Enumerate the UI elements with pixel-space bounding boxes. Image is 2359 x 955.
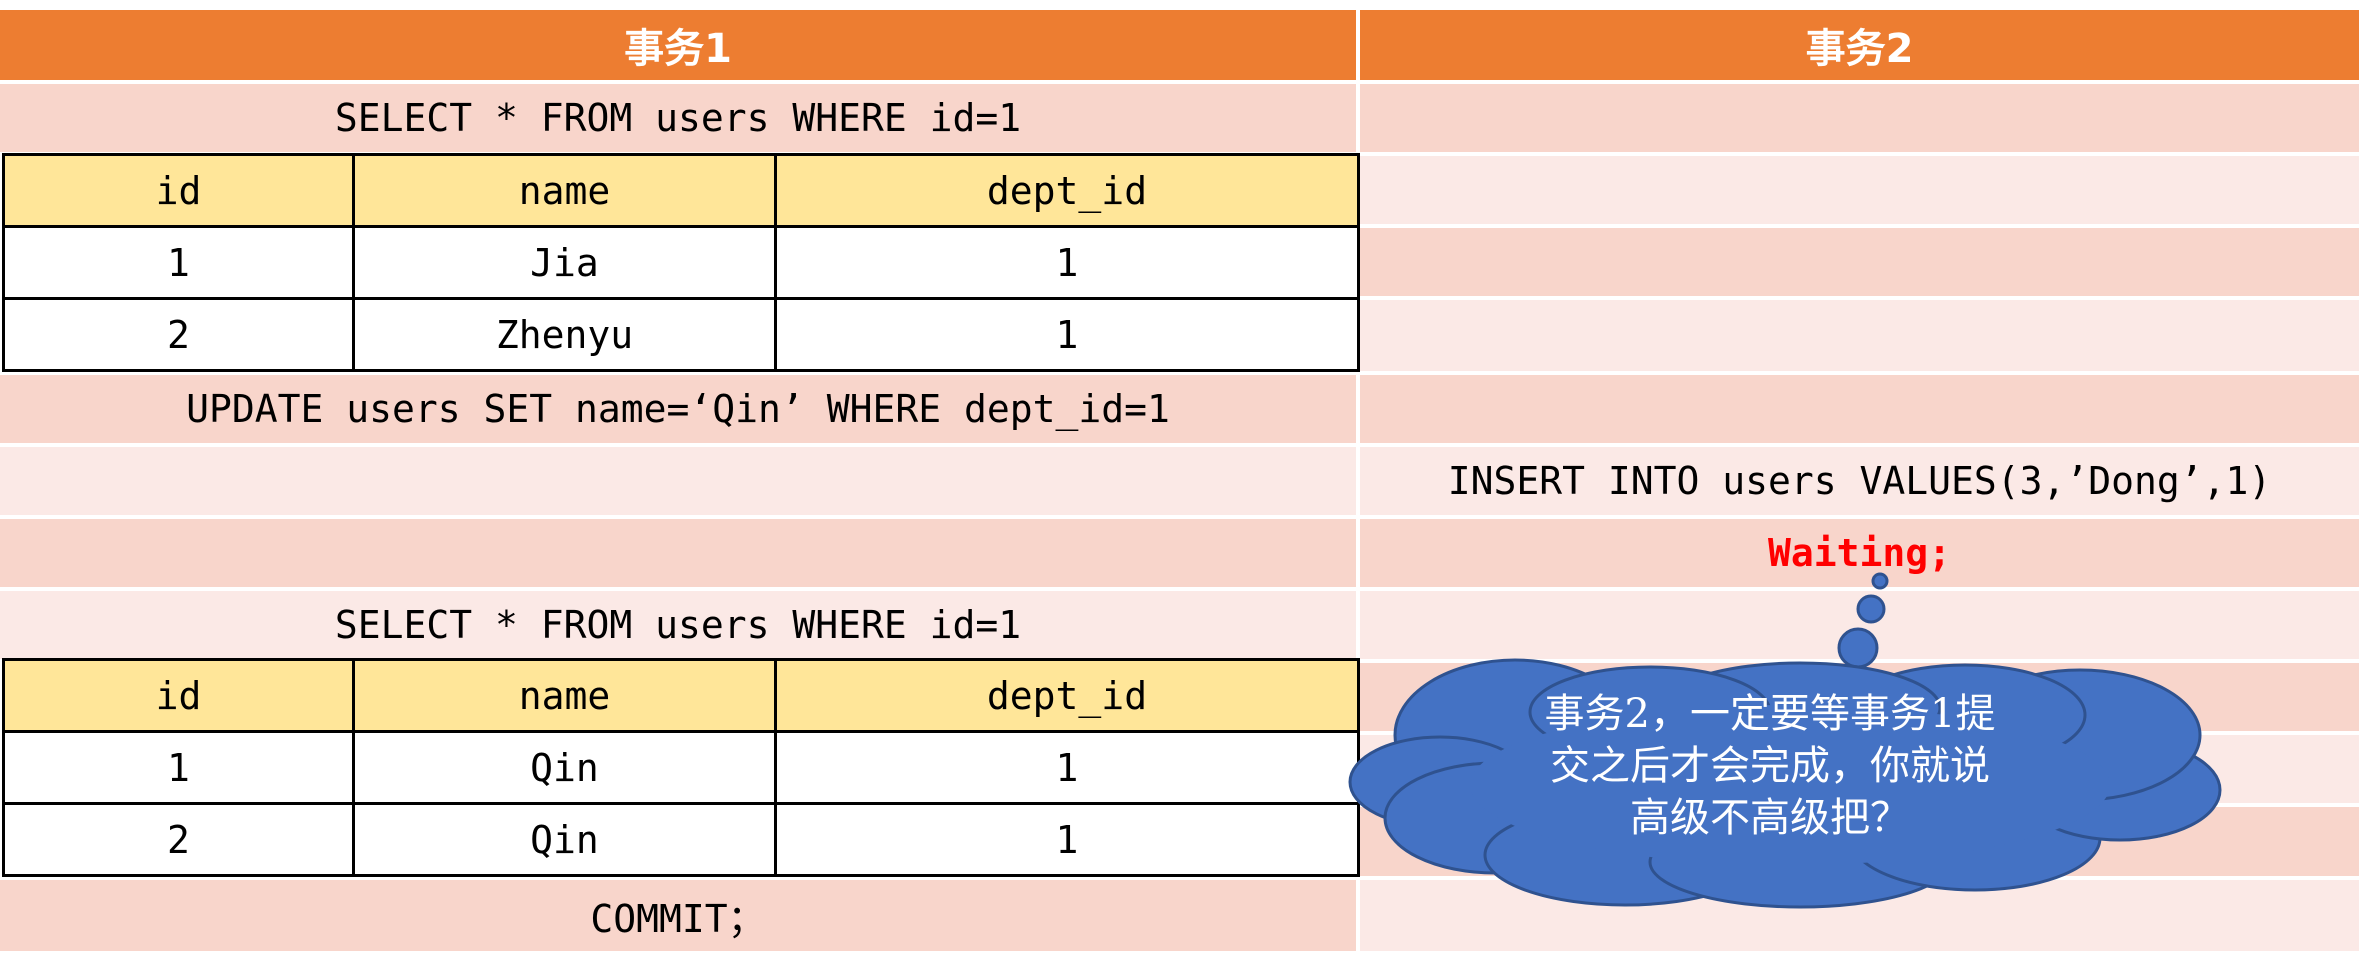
cell-id: 1	[2, 225, 355, 300]
cell-id: 2	[2, 802, 355, 877]
thought-bubble-medium	[1856, 594, 1886, 624]
column-header-name: name	[352, 658, 777, 733]
cell-name: Qin	[352, 730, 777, 805]
column-header-name: name	[352, 153, 777, 228]
table-row: 2 Qin 1	[2, 802, 1360, 877]
thought-bubble-large	[1837, 627, 1879, 669]
column-header-dept-id: dept_id	[774, 153, 1360, 228]
tx2-row-3	[1360, 228, 2359, 296]
result-table-1: id name dept_id 1 Jia 1 2 Zhenyu 1	[2, 153, 1360, 372]
cell-name: Qin	[352, 802, 777, 877]
table-row: 1 Jia 1	[2, 225, 1360, 300]
tx2-row-1	[1360, 84, 2359, 152]
table-row: 2 Zhenyu 1	[2, 297, 1360, 372]
cell-dept-id: 1	[774, 802, 1360, 877]
tx1-commit: COMMIT；	[0, 880, 1356, 951]
cell-dept-id: 1	[774, 225, 1360, 300]
tx2-insert: INSERT INTO users VALUES(3,’Dong’,1)	[1360, 447, 2359, 515]
tx1-empty-row-b	[0, 519, 1356, 587]
tx2-row-4	[1360, 300, 2359, 371]
table-row: 1 Qin 1	[2, 730, 1360, 805]
tx1-select-2: SELECT * FROM users WHERE id=1	[0, 591, 1356, 659]
thought-bubble-small	[1871, 572, 1889, 590]
tx1-update: UPDATE users SET name=‘Qin’ WHERE dept_i…	[0, 375, 1356, 443]
column-header-id: id	[2, 153, 355, 228]
callout-line-3: 高级不高级把？	[1630, 795, 1910, 841]
cell-dept-id: 1	[774, 730, 1360, 805]
cloud-callout-text: 事务2，一定要等事务1提 交之后才会完成，你就说 高级不高级把？	[1470, 688, 2070, 844]
tx1-empty-row-a	[0, 447, 1356, 515]
column-header-id: id	[2, 658, 355, 733]
callout-line-1: 事务2，一定要等事务1提	[1544, 691, 1996, 737]
tx1-select-1: SELECT * FROM users WHERE id=1	[0, 84, 1356, 152]
tx2-waiting: Waiting;	[1360, 519, 2359, 587]
column-header-dept-id: dept_id	[774, 658, 1360, 733]
cell-id: 1	[2, 730, 355, 805]
cell-name: Zhenyu	[352, 297, 777, 372]
cell-name: Jia	[352, 225, 777, 300]
tx2-header: 事务2	[1360, 10, 2359, 80]
result-table-2: id name dept_id 1 Qin 1 2 Qin 1	[2, 658, 1360, 877]
cell-id: 2	[2, 297, 355, 372]
tx2-row-2	[1360, 156, 2359, 224]
cell-dept-id: 1	[774, 297, 1360, 372]
tx2-row-5	[1360, 375, 2359, 443]
callout-line-2: 交之后才会完成，你就说	[1550, 743, 1990, 789]
tx1-header: 事务1	[0, 10, 1356, 80]
